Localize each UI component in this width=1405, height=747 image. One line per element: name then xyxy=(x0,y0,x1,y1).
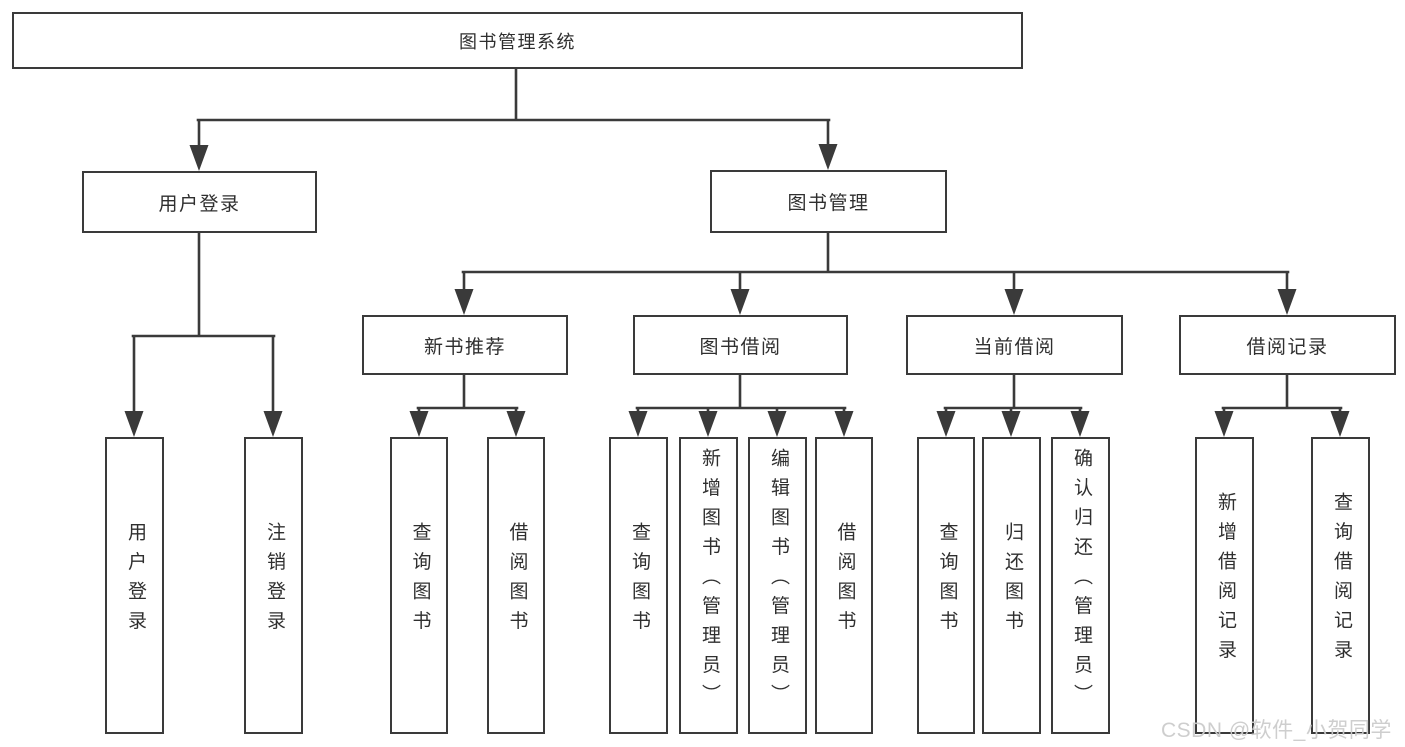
node-leaf-borrow-books-1: 借阅图书 xyxy=(487,437,545,734)
node-leaf-query-books-2: 查询图书 xyxy=(609,437,668,734)
node-leaf-query-borrow-record: 查询借阅记录 xyxy=(1311,437,1370,734)
connector-arrowheads xyxy=(124,144,1350,437)
node-user-login: 用户登录 xyxy=(82,171,317,233)
node-leaf-user-login: 用户登录 xyxy=(105,437,164,734)
node-borrowing-records: 借阅记录 xyxy=(1179,315,1396,375)
node-leaf-query-books-1: 查询图书 xyxy=(390,437,448,734)
node-new-book-recommendation: 新书推荐 xyxy=(362,315,568,375)
node-leaf-query-books-3: 查询图书 xyxy=(917,437,975,734)
node-leaf-add-borrow-record: 新增借阅记录 xyxy=(1195,437,1254,734)
connector-segments xyxy=(131,66,1343,415)
node-leaf-confirm-return-admin: 确认归还（管理员） xyxy=(1051,437,1110,734)
watermark: CSDN @软件_小贺同学 xyxy=(1161,719,1392,742)
node-leaf-logout: 注销登录 xyxy=(244,437,303,734)
node-leaf-edit-book-admin: 编辑图书（管理员） xyxy=(748,437,807,734)
node-leaf-borrow-books-2: 借阅图书 xyxy=(815,437,873,734)
node-current-borrowing: 当前借阅 xyxy=(906,315,1123,375)
node-library-management-system: 图书管理系统 xyxy=(12,12,1023,69)
node-book-borrowing: 图书借阅 xyxy=(633,315,848,375)
node-book-management: 图书管理 xyxy=(710,170,947,233)
node-leaf-return-book: 归还图书 xyxy=(982,437,1041,734)
node-leaf-add-book-admin: 新增图书（管理员） xyxy=(679,437,738,734)
